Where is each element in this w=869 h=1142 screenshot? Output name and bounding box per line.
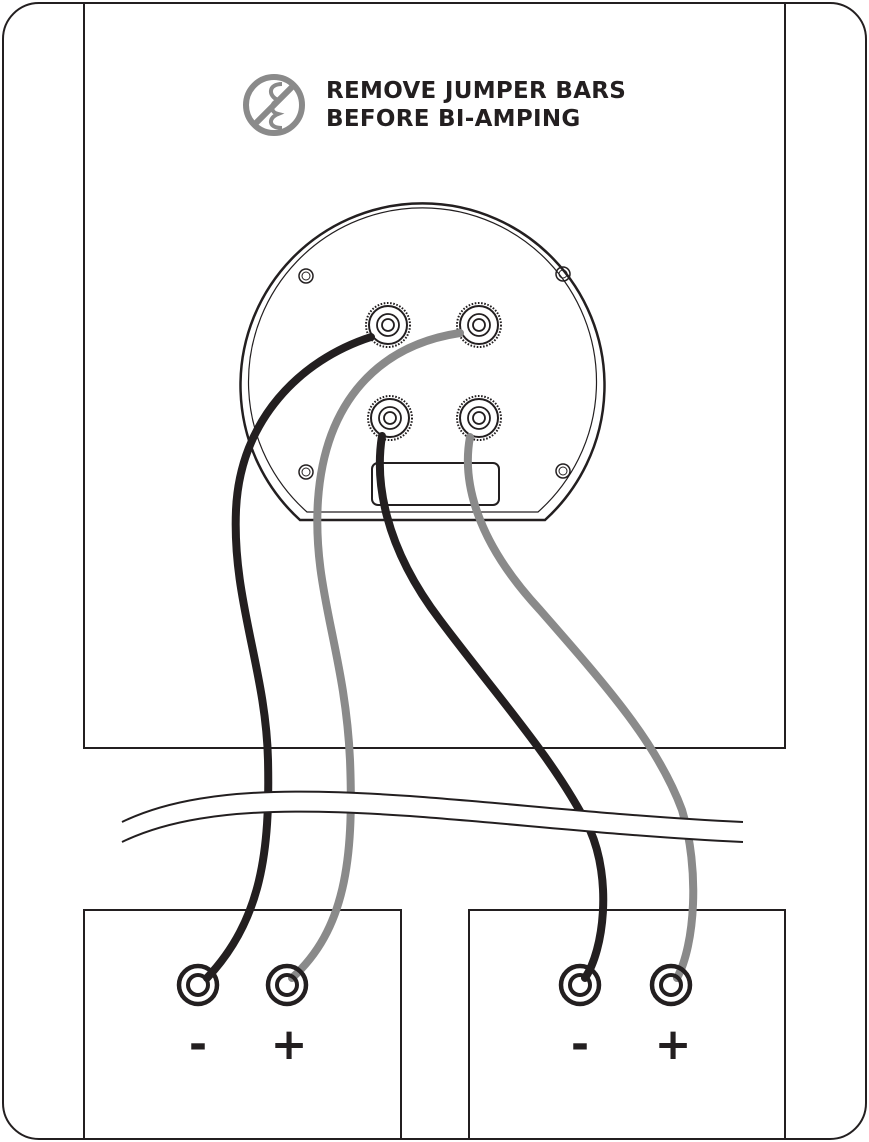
- polarity-label-minus: -: [571, 1019, 589, 1070]
- cable-gray-1: [288, 329, 464, 982]
- terminal-label-slot: [371, 462, 500, 506]
- binding-post: [365, 302, 411, 348]
- cable-black-1: [203, 333, 375, 982]
- amp-terminal-right-plus: [649, 963, 693, 1007]
- polarity-label-minus: -: [189, 1019, 207, 1070]
- terminal-plate: [239, 202, 606, 522]
- amplifier-right: [468, 909, 786, 1139]
- warning-line-1: REMOVE JUMPER BARS: [326, 78, 626, 104]
- amp-terminal-left-minus: [176, 963, 220, 1007]
- cable-black-2: [375, 432, 608, 982]
- cable-gray-2: [463, 433, 698, 982]
- no-jumper-bar-icon: [243, 74, 305, 136]
- amp-terminal-right-minus: [558, 963, 602, 1007]
- polarity-label-plus: +: [271, 1019, 308, 1070]
- binding-post: [456, 302, 502, 348]
- speaker-cabinet: [83, 3, 786, 749]
- mounting-screw: [555, 266, 571, 282]
- binding-post: [456, 395, 502, 441]
- mounting-screw: [298, 268, 314, 284]
- amp-terminal-left-plus: [265, 963, 309, 1007]
- polarity-label-plus: +: [655, 1019, 692, 1070]
- mounting-screw: [555, 463, 571, 479]
- warning-line-2: BEFORE BI-AMPING: [326, 106, 581, 132]
- mounting-screw: [298, 464, 314, 480]
- amplifier-left: [83, 909, 402, 1139]
- cable-break-marks: [121, 790, 744, 843]
- binding-post: [367, 395, 413, 441]
